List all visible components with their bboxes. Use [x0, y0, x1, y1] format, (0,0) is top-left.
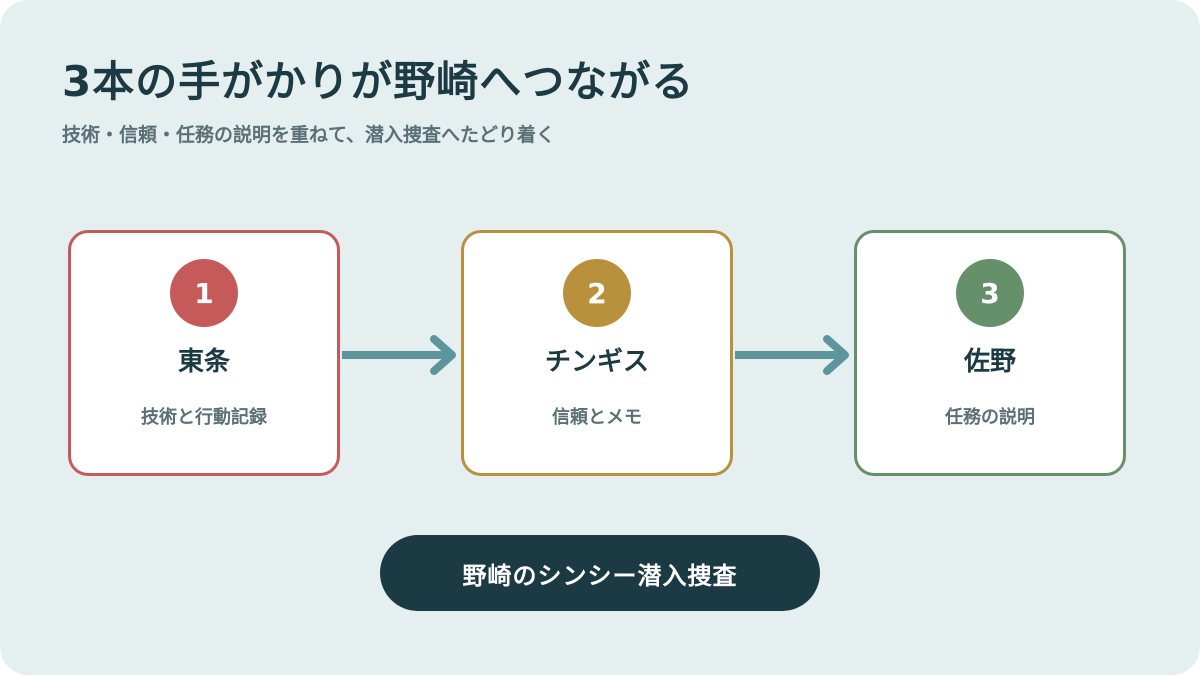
step-number-badge: 2	[563, 259, 631, 327]
clue-name: 佐野	[963, 347, 1016, 377]
clue-name: チンギス	[544, 347, 649, 377]
clue-description: 技術と行動記録	[141, 407, 267, 428]
clue-card-chingis: 2 チンギス 信頼とメモ	[461, 230, 733, 476]
result-pill: 野崎のシンシー潜入捜査	[380, 535, 820, 611]
flow-arrow-icon	[735, 335, 849, 375]
step-number-badge: 1	[170, 259, 238, 327]
flow-arrow-icon	[342, 335, 456, 375]
diagram-subtitle: 技術・信頼・任務の説明を重ねて、潜入捜査へたどり着く	[62, 124, 556, 146]
clue-name: 東条	[177, 347, 230, 377]
clue-description: 任務の説明	[945, 407, 1035, 428]
clue-card-tojo: 1 東条 技術と行動記録	[68, 230, 340, 476]
step-number-badge: 3	[956, 259, 1024, 327]
clue-card-sano: 3 佐野 任務の説明	[854, 230, 1126, 476]
diagram-title: 3本の手がかりが野崎へつながる	[62, 57, 695, 106]
clue-description: 信頼とメモ	[552, 407, 642, 428]
